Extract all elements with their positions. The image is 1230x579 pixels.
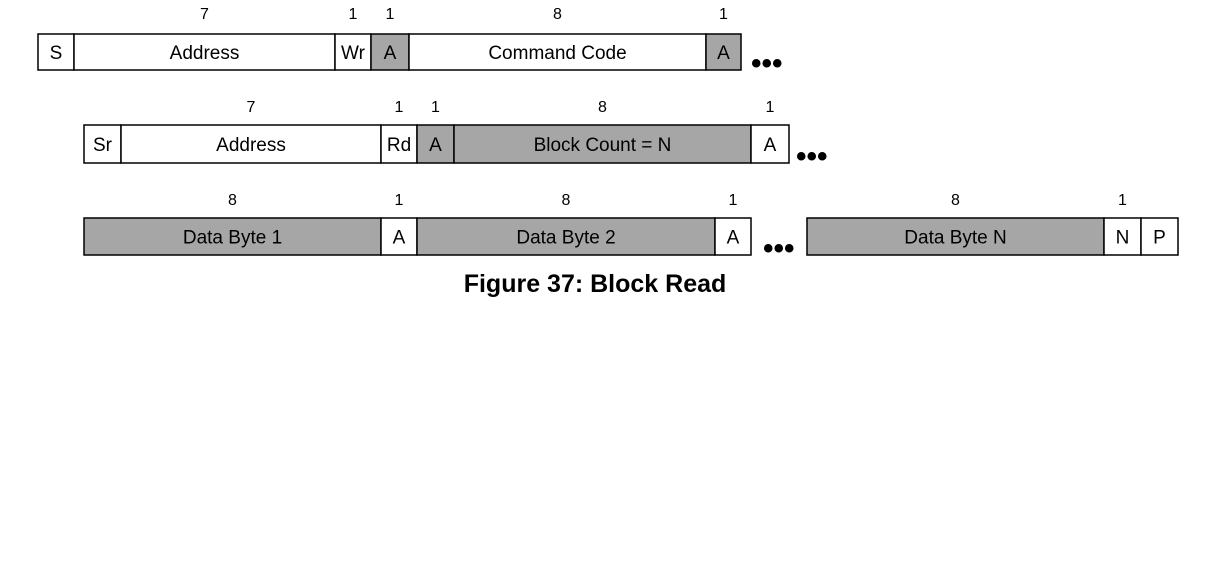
field-label: Block Count = N — [534, 135, 672, 156]
field-label: Data Byte 1 — [183, 228, 282, 249]
field-box — [37, 33, 75, 71]
field-label: A — [384, 43, 397, 64]
field-2-6: A1 — [750, 99, 790, 164]
field-label: A — [764, 135, 777, 156]
bit-count-label: 1 — [719, 6, 728, 23]
bit-count-label: 8 — [951, 192, 960, 209]
bit-count-label: 8 — [553, 6, 562, 23]
field-box — [416, 124, 455, 164]
field-box — [705, 33, 742, 71]
figure-caption: Figure 37: Block Read — [463, 270, 727, 298]
field-label: N — [1116, 228, 1130, 249]
field-box — [1103, 217, 1142, 256]
field-2-2: Address 7 — [120, 99, 382, 164]
field-label: A — [429, 135, 442, 156]
bit-count-label: 7 — [247, 99, 256, 116]
field-box — [73, 33, 336, 71]
field-3-6: N1 — [1103, 192, 1142, 256]
field-1-4: A1 — [370, 6, 410, 71]
bit-count-label: 1 — [729, 192, 738, 209]
field-box — [806, 217, 1105, 256]
field-label: A — [727, 228, 740, 249]
field-2-4: A1 — [416, 99, 455, 164]
field-2-3: Rd 1 — [380, 99, 418, 164]
field-1-6: A1 — [705, 6, 742, 71]
field-label: S — [50, 43, 63, 64]
continuation-dots: ••• — [796, 140, 828, 173]
bit-count-label: 7 — [200, 6, 209, 23]
field-label: Command Code — [488, 43, 626, 64]
field-3-5: Data Byte N 8 — [806, 192, 1105, 256]
field-box — [83, 124, 122, 164]
field-1-3: Wr 1 — [334, 6, 372, 71]
field-box — [408, 33, 707, 71]
field-2-1: Sr — [83, 124, 122, 164]
field-label: A — [393, 228, 406, 249]
field-3-4: A1 — [714, 192, 752, 256]
bit-count-label: 1 — [431, 99, 440, 116]
field-label: Data Byte 2 — [516, 228, 615, 249]
field-box — [370, 33, 410, 71]
bit-count-label: 8 — [228, 192, 237, 209]
bit-count-label: 1 — [1118, 192, 1127, 209]
field-3-7: P — [1140, 217, 1179, 256]
bit-count-label: 1 — [395, 99, 404, 116]
bit-count-label: 1 — [349, 6, 358, 23]
field-label: A — [717, 43, 730, 64]
field-box — [1140, 217, 1179, 256]
bit-count-label: 1 — [766, 99, 775, 116]
field-label: Sr — [93, 135, 113, 156]
field-box — [416, 217, 716, 256]
ellipsis-dots: ••• — [763, 232, 795, 265]
field-1-2: Address 7 — [73, 6, 336, 71]
field-box — [334, 33, 372, 71]
field-box — [453, 124, 752, 164]
continuation-dots: ••• — [751, 47, 783, 80]
field-label: Wr — [341, 43, 366, 64]
bit-count-label: 1 — [395, 192, 404, 209]
field-box — [380, 217, 418, 256]
field-label: Data Byte N — [904, 228, 1006, 249]
field-1-1: S — [37, 33, 75, 71]
field-label: P — [1153, 228, 1166, 249]
bit-count-label: 1 — [386, 6, 395, 23]
field-3-2: A1 — [380, 192, 418, 256]
field-box — [714, 217, 752, 256]
bit-count-label: 8 — [598, 99, 607, 116]
bit-count-label: 8 — [562, 192, 571, 209]
field-label: Rd — [387, 135, 411, 156]
field-1-5: Command Code 8 — [408, 6, 707, 71]
field-3-1: Data Byte 1 8 — [83, 192, 382, 256]
field-label: Address — [216, 135, 286, 156]
field-box — [120, 124, 382, 164]
field-box — [83, 217, 382, 256]
field-3-3: Data Byte 2 8 — [416, 192, 716, 256]
field-label: Address — [170, 43, 240, 64]
field-box — [750, 124, 790, 164]
field-2-5: Block Count = N 8 — [453, 99, 752, 164]
